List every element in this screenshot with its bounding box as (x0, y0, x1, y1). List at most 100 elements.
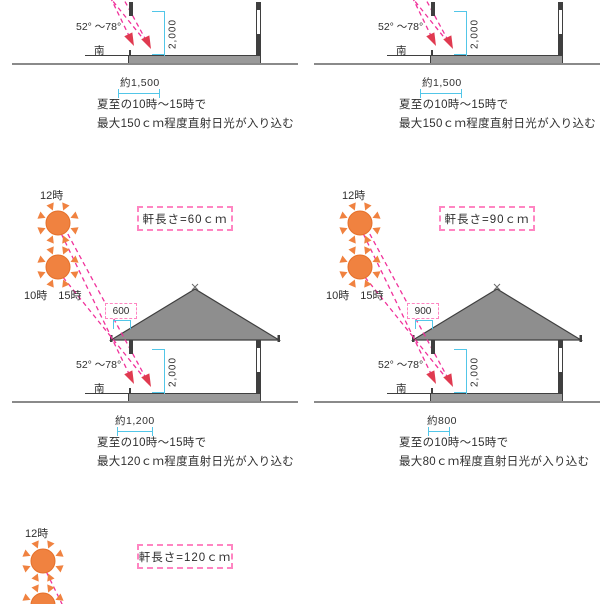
height-dim-tick-bottom (454, 392, 467, 393)
sun-disc (45, 210, 71, 236)
sun-ray-triangle (70, 227, 79, 235)
depth-bracket-line (421, 93, 461, 94)
sun-ray-triangle (62, 246, 70, 255)
eave-dimension-bracket (415, 320, 433, 329)
panel-graphics (412, 0, 453, 49)
right-wall-upper (559, 2, 562, 10)
depth-dimension-bracket (428, 427, 450, 436)
sun-icon (37, 246, 79, 288)
south-label: 南 (396, 383, 407, 395)
right-wall-lower (559, 34, 562, 55)
sun-ray-triangle (37, 211, 46, 219)
sun-ray-line (111, 0, 150, 47)
depth-dimension-bracket (117, 427, 153, 436)
morning-sun-label: 10時 15時 (326, 290, 384, 302)
depth-bracket-line (119, 93, 159, 94)
right-wall-lower (257, 372, 260, 393)
height-dim-tick-top (454, 11, 467, 12)
sun-icon (339, 202, 381, 244)
depth-dimension-label: 約800 (427, 415, 458, 427)
sun-ray-triangle (364, 235, 372, 244)
angle-label: 52° 〜78° (378, 359, 424, 371)
sun-disc (30, 592, 56, 604)
sun-ray-line (425, 0, 451, 45)
sun-ray-line (42, 564, 63, 604)
angle-label: 52° 〜78° (378, 21, 424, 33)
roof-apex-mark (191, 283, 199, 291)
depth-dimension-label: 約1,500 (422, 77, 462, 89)
right-wall-lower (559, 372, 562, 393)
sun-ray-triangle (22, 549, 31, 557)
sun-ray-triangle (348, 279, 356, 288)
sun-ray-triangle (31, 584, 39, 593)
noon-sun-label: 12時 (40, 190, 64, 202)
roof-apex-mark (493, 283, 501, 291)
left-wall-head (129, 2, 133, 16)
sun-ray-arrowhead (124, 32, 134, 46)
height-dim-tick-bottom (152, 54, 165, 55)
sun-ray-triangle (22, 593, 31, 601)
eave-dimension-bracket (113, 320, 131, 329)
sun-ray-triangle (37, 271, 46, 279)
eave-dimension-box: 600 (105, 303, 137, 319)
roof (410, 288, 584, 341)
eave-length-box: 軒長さ=90ｃｍ (439, 206, 535, 231)
sun-ray-triangle (47, 584, 55, 593)
right-wall (256, 2, 261, 55)
height-dim-tick-top (152, 349, 165, 350)
ground-line (12, 63, 298, 65)
sun-ray-triangle (55, 565, 64, 573)
sun-ray-triangle (47, 540, 55, 549)
sun-disc (45, 254, 71, 280)
sun-ray-triangle (47, 573, 55, 582)
height-dim-tick-bottom (152, 392, 165, 393)
noon-sun-label: 12時 (25, 528, 49, 540)
morning-sun-label: 10時 15時 (24, 290, 82, 302)
left-wall-sill (431, 50, 433, 55)
height-dimension-label: 2,000 (167, 356, 179, 388)
south-base-line (85, 55, 128, 56)
sun-icon (37, 202, 79, 244)
eave-length-box: 軒長さ=120ｃｍ (137, 544, 233, 569)
sun-ray-triangle (46, 235, 54, 244)
right-wall-lower (257, 34, 260, 55)
ground-line (314, 63, 600, 65)
sun-ray-triangle (339, 227, 348, 235)
height-dim-line (466, 350, 467, 394)
depth-dimension-bracket (420, 89, 462, 98)
right-wall (256, 340, 261, 393)
sun-icon (22, 540, 64, 582)
ground-line (12, 401, 298, 403)
panel-graphics (110, 0, 151, 49)
caption-line-2: 最大150ｃｍ程度直射日光が入り込む (97, 118, 295, 130)
sun-ray-triangle (372, 227, 381, 235)
south-base-line (387, 55, 430, 56)
sun-ray-triangle (46, 202, 54, 211)
left-wall-sill (129, 388, 131, 393)
height-dim-tick-top (152, 11, 165, 12)
right-wall-upper (559, 340, 562, 348)
depth-bracket-line (429, 431, 449, 432)
sun-ray-arrowhead (124, 370, 134, 384)
sun-ray-triangle (372, 211, 381, 219)
caption-line-2: 最大120ｃｍ程度直射日光が入り込む (97, 456, 295, 468)
noon-sun-label: 12時 (342, 190, 366, 202)
caption-line-2: 最大80ｃｍ程度直射日光が入り込む (399, 456, 590, 468)
height-dim-line (164, 350, 165, 394)
sun-ray-triangle (348, 202, 356, 211)
sun-ray-triangle (364, 279, 372, 288)
depth-dimension-label: 約1,200 (115, 415, 155, 427)
eave-length-box: 軒長さ=60ｃｍ (137, 206, 233, 231)
depth-dimension-label: 約1,500 (120, 77, 160, 89)
eave-fascia-right (579, 335, 582, 342)
sun-ray-triangle (46, 279, 54, 288)
height-dimension-label: 2,000 (167, 18, 179, 50)
sun-icon (339, 246, 381, 288)
height-dim-line (466, 12, 467, 56)
sun-ray-arrowhead (141, 373, 151, 387)
sun-ray-triangle (46, 246, 54, 255)
